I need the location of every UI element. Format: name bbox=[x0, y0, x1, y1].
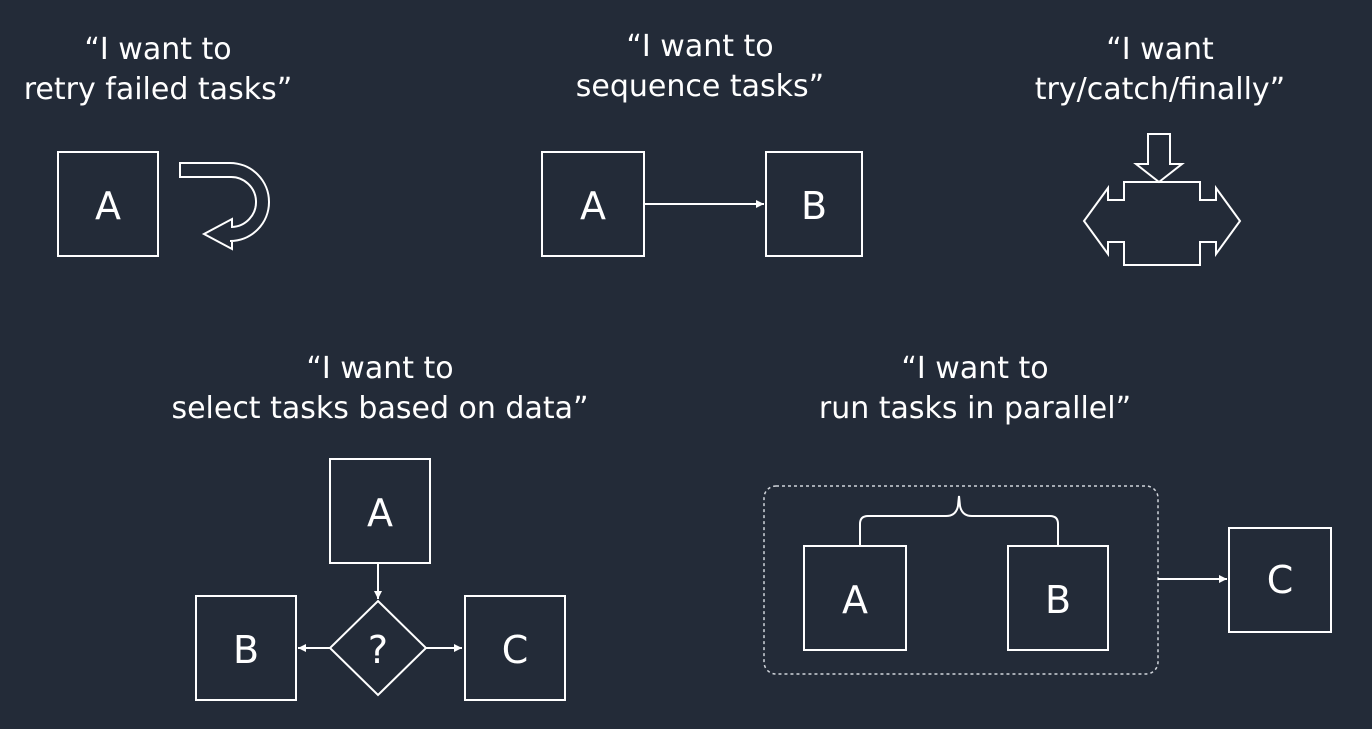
trycatch-caption-line2: try/catch/finally” bbox=[1034, 72, 1286, 107]
sequence-task-a-label: A bbox=[580, 184, 606, 228]
retry-caption: “I want to retry failed tasks” bbox=[0, 30, 316, 110]
choice-caption-line1: “I want to bbox=[306, 351, 454, 386]
parallel-caption-line1: “I want to bbox=[901, 351, 1049, 386]
parallel-task-b-label: B bbox=[1045, 578, 1071, 622]
sequence-task-b-label: B bbox=[801, 184, 827, 228]
trycatch-block-icon bbox=[1133, 133, 1185, 184]
choice-task-b-label: B bbox=[233, 628, 259, 672]
sequence-caption-line1: “I want to bbox=[626, 29, 774, 64]
sequence-caption: “I want to sequence tasks” bbox=[540, 27, 860, 107]
parallel-task-a-label: A bbox=[842, 578, 868, 622]
retry-caption-line1: “I want to bbox=[84, 32, 232, 67]
choice-decision-label: ? bbox=[368, 628, 388, 672]
retry-loop-icon bbox=[179, 162, 270, 251]
trycatch-diagram bbox=[1082, 133, 1242, 266]
parallel-caption-line2: run tasks in parallel” bbox=[818, 391, 1132, 426]
parallel-diagram: A B C bbox=[763, 485, 1332, 675]
choice-caption-line2: select tasks based on data” bbox=[171, 391, 589, 426]
trycatch-caption-line1: “I want bbox=[1106, 32, 1214, 67]
parallel-caption: “I want to run tasks in parallel” bbox=[790, 349, 1160, 429]
choice-decision-diamond bbox=[328, 599, 428, 697]
retry-task-a-label: A bbox=[95, 184, 121, 228]
parallel-brace bbox=[859, 495, 1059, 546]
parallel-task-b-box bbox=[1007, 545, 1109, 651]
parallel-task-c-box bbox=[1228, 527, 1332, 633]
sequence-task-b-box bbox=[765, 151, 863, 257]
trycatch-body-icon bbox=[1082, 181, 1242, 266]
choice-caption: “I want to select tasks based on data” bbox=[160, 349, 600, 429]
parallel-task-c-label: C bbox=[1267, 558, 1294, 602]
choice-task-c-box bbox=[464, 595, 566, 701]
parallel-group-boundary bbox=[763, 485, 1159, 675]
trycatch-caption: “I want try/catch/finally” bbox=[1010, 30, 1310, 110]
choice-task-c-label: C bbox=[502, 628, 529, 672]
sequence-caption-line2: sequence tasks” bbox=[575, 69, 825, 104]
choice-diagram: A ? B C bbox=[195, 458, 566, 701]
retry-caption-line2: retry failed tasks” bbox=[23, 72, 293, 107]
retry-task-a-box bbox=[57, 151, 159, 257]
sequence-diagram: A B bbox=[541, 151, 863, 257]
parallel-task-a-box bbox=[803, 545, 907, 651]
retry-diagram: A bbox=[57, 151, 270, 257]
choice-task-b-box bbox=[195, 595, 297, 701]
choice-task-a-label: A bbox=[367, 491, 393, 535]
choice-task-a-box bbox=[329, 458, 431, 564]
